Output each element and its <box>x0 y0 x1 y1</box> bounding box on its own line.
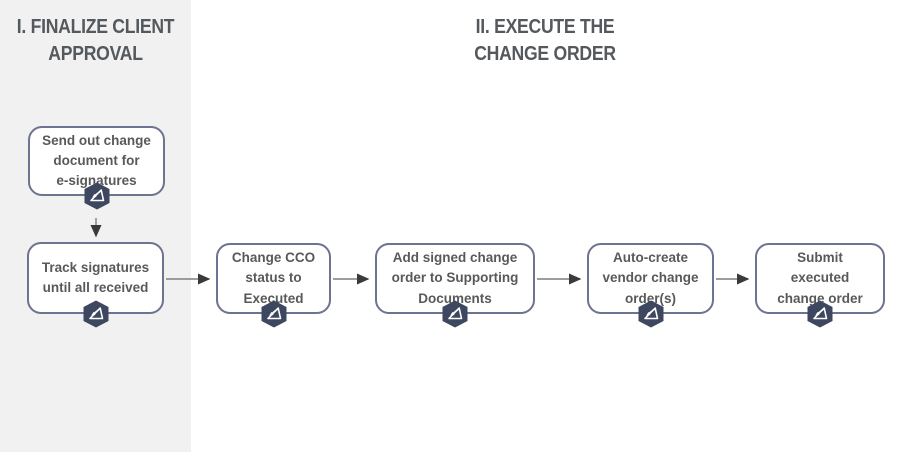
node-send-out-change-document: Send out change document for e-signature… <box>28 126 165 210</box>
hexagon-triangle-arrow-icon <box>83 300 108 328</box>
hexagon-triangle-arrow-icon <box>442 300 468 328</box>
node-label: Auto-create vendor change order(s) <box>602 250 699 306</box>
node-track-signatures: Track signatures until all received <box>27 242 164 328</box>
hexagon-triangle-arrow-icon <box>638 300 663 328</box>
hexagon-triangle-arrow-icon <box>84 182 109 210</box>
phase-1-title: I. FINALIZE CLIENT APPROVAL <box>16 16 175 65</box>
node-label: Send out change document for e-signature… <box>42 132 151 189</box>
node-label: Track signatures until all received <box>41 259 150 295</box>
phase-2-title: II. EXECUTE THE CHANGE ORDER <box>474 16 616 65</box>
node-submit-executed-co: Submit executed change order <box>755 243 885 328</box>
node-label: Change CCO status to Executed <box>231 250 316 306</box>
node-change-cco-status: Change CCO status to Executed <box>216 243 331 328</box>
hexagon-triangle-arrow-icon <box>261 300 286 328</box>
node-label: Add signed change order to Supporting Do… <box>391 250 519 306</box>
node-label: Submit executed change order <box>777 250 863 306</box>
node-add-signed-change-order: Add signed change order to Supporting Do… <box>375 243 535 328</box>
hexagon-triangle-arrow-icon <box>807 300 833 328</box>
node-auto-create-vendor-co: Auto-create vendor change order(s) <box>587 243 714 328</box>
